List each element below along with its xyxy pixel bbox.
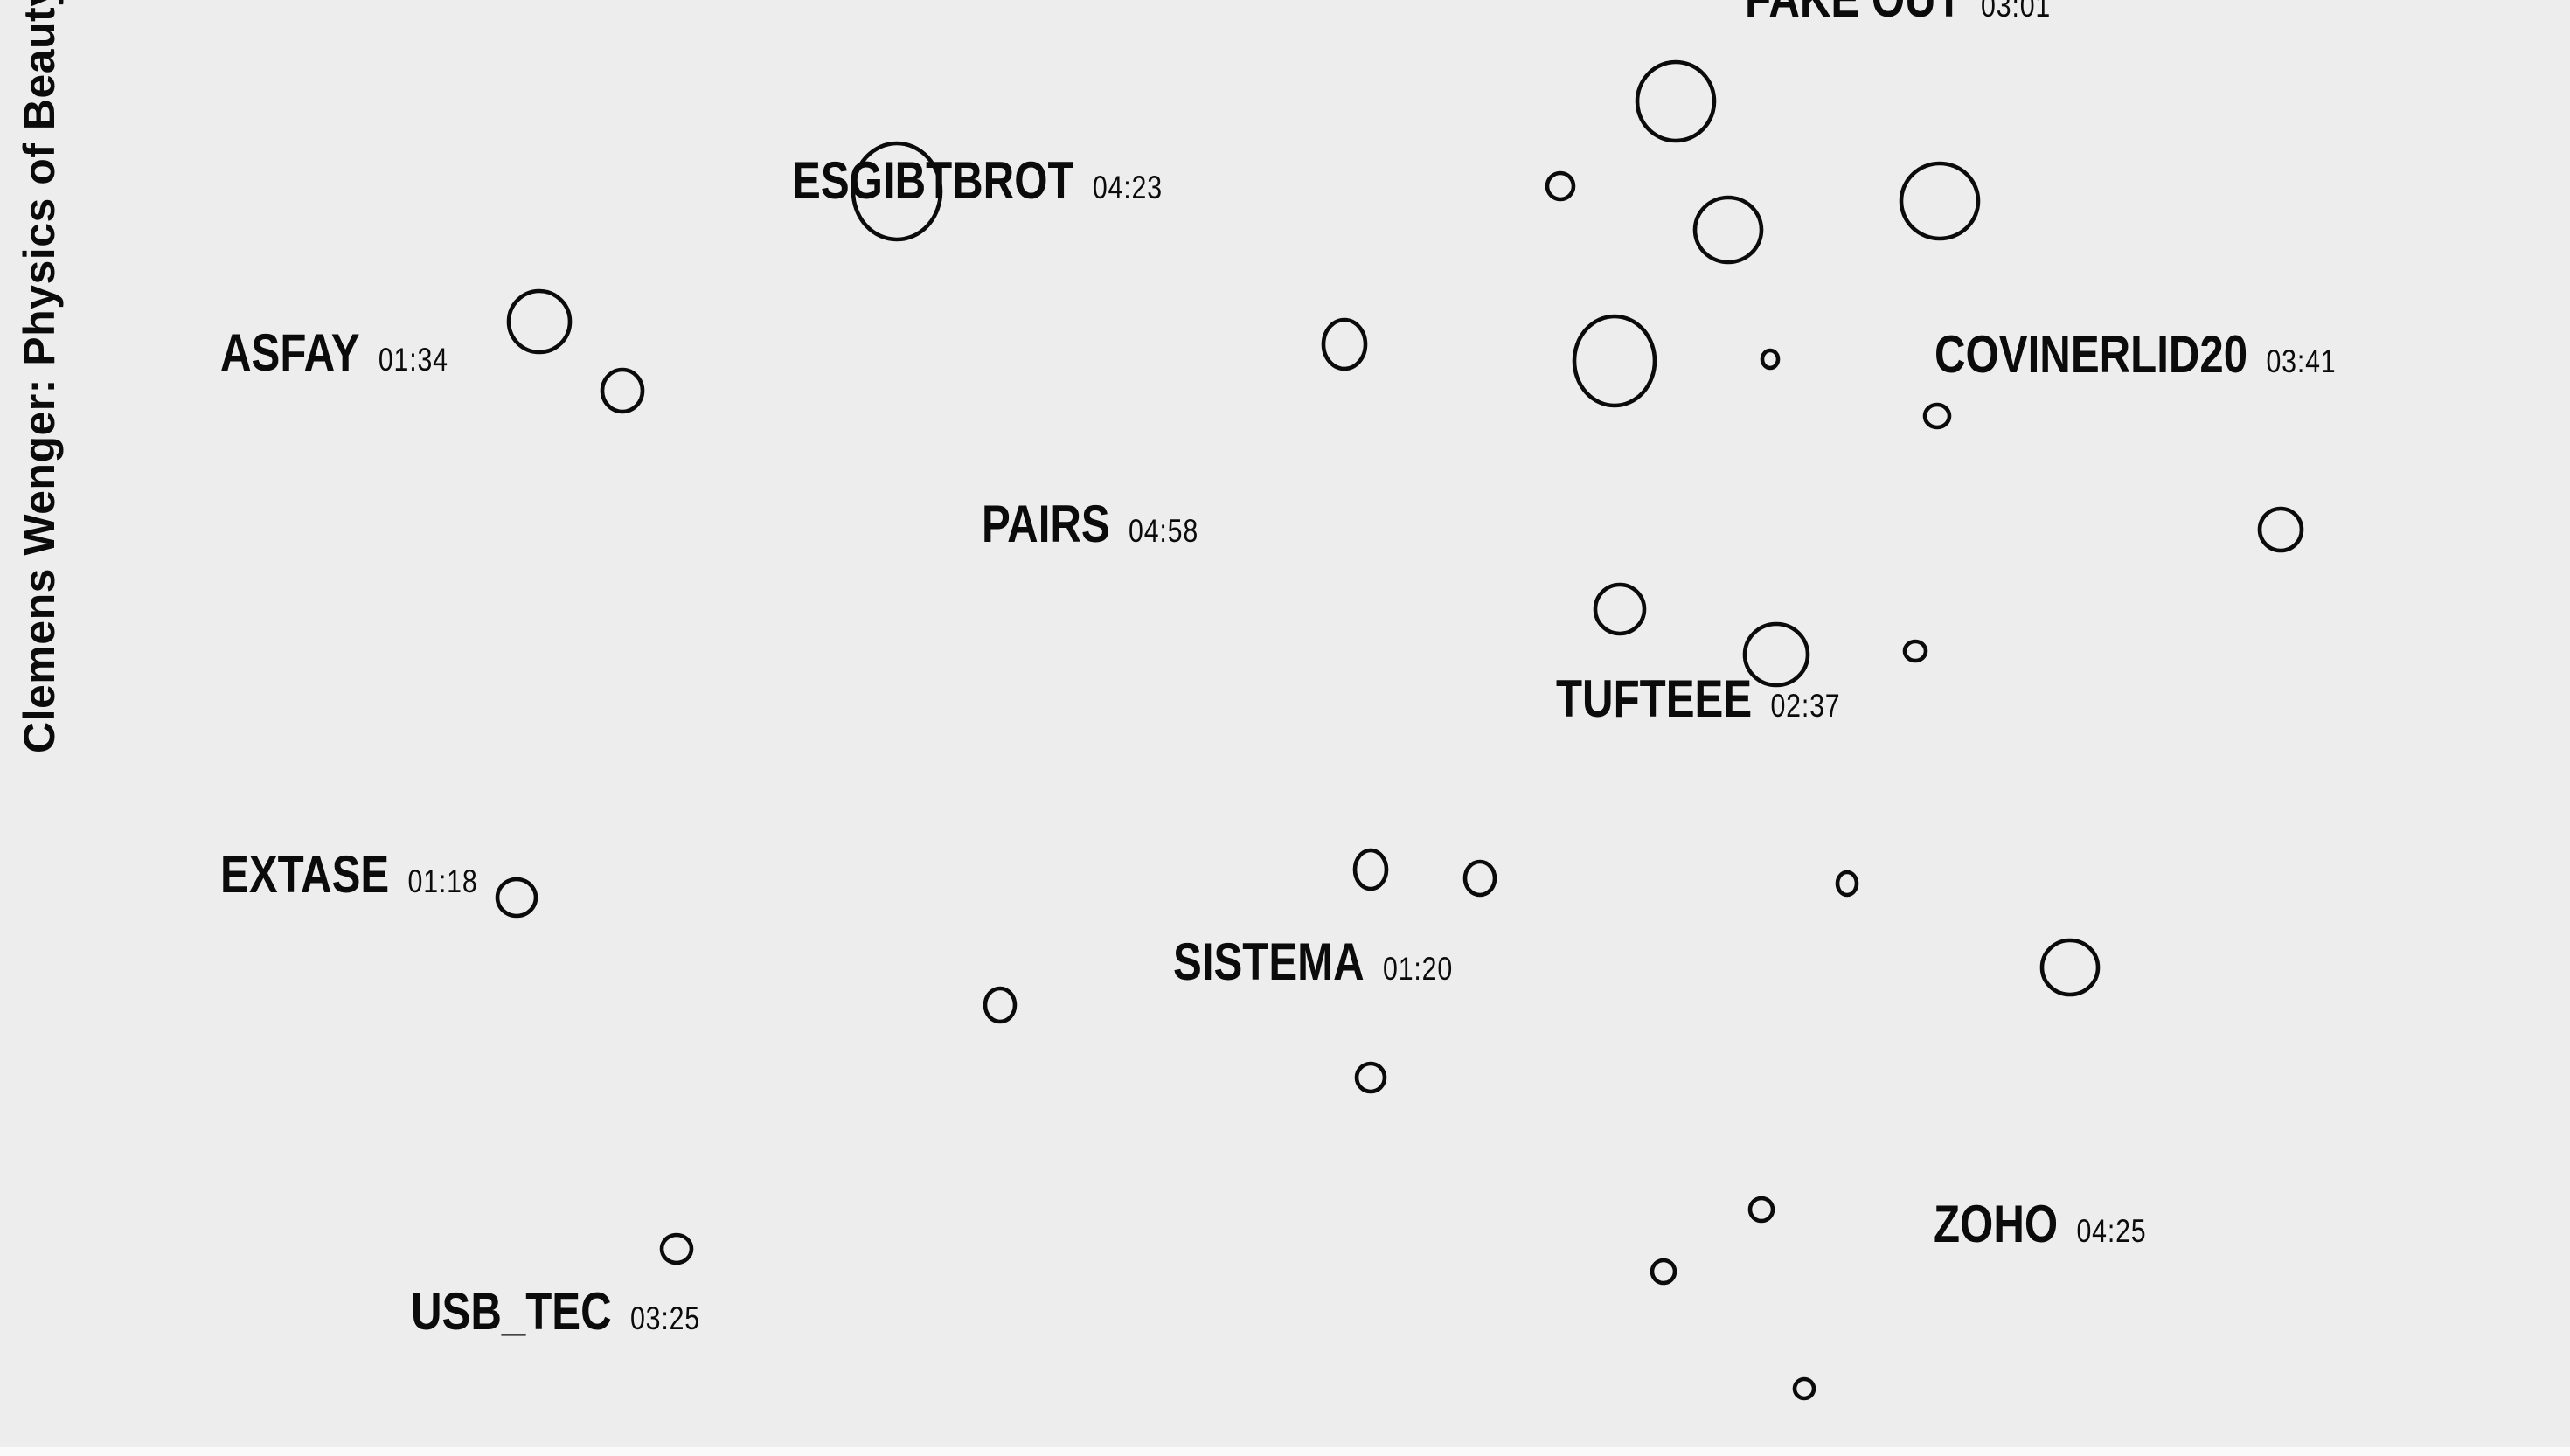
track-item[interactable]: SISTEMA 01:20 [1173,936,1453,988]
bubble-circle [1354,1061,1387,1094]
track-name: PAIRS [982,495,1110,553]
track-name: FAKE OUT [1745,0,1962,25]
bubble-circle [1572,314,1657,408]
track-duration: 02:37 [1770,688,1841,724]
track-duration: 01:34 [378,342,448,378]
track-item[interactable]: FAKE OUT 03:01 [1745,0,2051,25]
bubble-circle [495,877,538,919]
bubble-circle [1760,348,1781,371]
track-name: SISTEMA [1173,933,1365,991]
track-item[interactable]: PAIRS 04:58 [982,498,1198,551]
track-duration: 03:01 [1981,0,2052,24]
track-name: EXTASE [220,845,390,904]
bubble-circle [1747,1196,1775,1224]
track-name: TUFTEEE [1556,669,1753,728]
bubble-circle [1922,402,1952,430]
track-item[interactable]: TUFTEEE 02:37 [1556,673,1840,725]
bubble-circle [1462,859,1497,898]
bubble-circle [1635,59,1717,143]
bubble-circle [2257,506,2304,553]
track-duration: 03:25 [629,1300,700,1336]
track-duration: 01:20 [1383,951,1454,987]
bubble-circle [1545,170,1576,202]
track-item[interactable]: USB_TEC 03:25 [411,1286,700,1338]
bubble-circle [1650,1258,1677,1286]
track-duration: 04:58 [1129,513,1199,549]
bubble-circle [1321,317,1368,371]
track-name: COVINERLID20 [1934,325,2248,384]
track-name: ASFAY [220,323,360,382]
bubble-circle [1899,161,1981,241]
bubble-circle [1593,582,1647,636]
bubble-circle [1835,870,1859,898]
track-item[interactable]: EXTASE 01:18 [220,849,478,901]
bubble-circle [2039,938,2101,997]
track-duration: 01:18 [407,863,478,899]
bubble-circle [659,1232,694,1265]
track-name: USB_TEC [411,1282,612,1341]
page-title: Clemens Wenger: Physics of Beauty [15,0,64,753]
bubble-circle [1352,848,1389,891]
track-name: ZOHO [1934,1195,2059,1253]
track-duration: 03:41 [2266,343,2337,379]
bubble-circle [1692,195,1764,265]
track-item[interactable]: ASFAY 01:34 [220,327,448,379]
bubble-circle [1902,639,1928,663]
bubble-circle [1792,1376,1816,1401]
track-item[interactable]: ZOHO 04:25 [1934,1198,2146,1251]
bubble-circle [506,288,573,355]
bubble-circle [983,986,1018,1024]
track-duration: 04:23 [1092,170,1163,205]
track-duration: 04:25 [2076,1213,2147,1249]
track-item[interactable]: COVINERLID20 03:41 [1934,329,2336,381]
track-item[interactable]: ESGIBTBROT 04:23 [792,155,1163,207]
track-name: ESGIBTBROT [792,151,1074,210]
bubble-circle [600,367,645,414]
bottom-page-edge [0,1447,2570,1456]
